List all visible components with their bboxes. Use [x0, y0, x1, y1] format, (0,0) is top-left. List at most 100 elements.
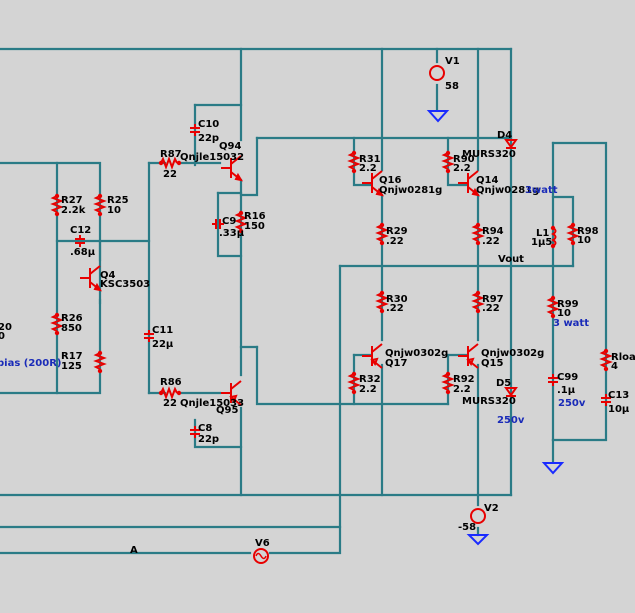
r94-ref: R94: [482, 226, 504, 237]
pin-dot: [570, 222, 576, 228]
v2-ref: V2: [484, 503, 499, 514]
r30-value: .22: [386, 303, 404, 314]
r87-value: 22: [163, 169, 177, 180]
pin-dot: [475, 222, 481, 228]
v2-value: -58: [458, 522, 476, 533]
pin-dot: [445, 168, 451, 174]
r32-ref: R32: [359, 374, 381, 385]
r97-ref: R97: [482, 294, 504, 305]
resistor-icon: [375, 292, 389, 310]
watt-rating-1: 3watt: [525, 185, 558, 196]
pin-dot: [550, 225, 556, 231]
pin-dot: [379, 308, 385, 314]
resistor-icon: [347, 152, 361, 170]
r26-ref: R26: [61, 313, 83, 324]
q17-model: Qnjw0302g: [385, 348, 448, 359]
diode-icon: [504, 387, 518, 397]
q14-ref: Q14: [476, 175, 498, 186]
vout-label: Vout: [498, 254, 524, 265]
q16-ref: Q16: [379, 175, 401, 186]
r98-value: 10: [577, 235, 591, 246]
capacitor-icon: [601, 394, 611, 406]
r26-value: 850: [61, 323, 82, 334]
r90-value: 2.2: [453, 163, 471, 174]
pin-dot: [351, 389, 357, 395]
v1-value: 58: [445, 81, 459, 92]
resistor-icon: [566, 224, 580, 242]
diode-icon: [504, 139, 518, 149]
capacitor-icon: [212, 219, 224, 229]
r25-ref: R25: [107, 195, 129, 206]
volt-rating-2: 250v: [558, 398, 586, 409]
resistor-icon: [441, 152, 455, 170]
c9-value: .33µ: [219, 228, 245, 239]
pin-dot: [475, 240, 481, 246]
pin-dot: [550, 313, 556, 319]
voltage-sources: [253, 65, 486, 564]
r98-ref: R98: [577, 226, 599, 237]
resistor-icon: [546, 297, 560, 315]
capacitor-icon: [190, 426, 200, 438]
voltage-source-icon: [470, 508, 486, 524]
v6-ref: V6: [255, 538, 270, 549]
q94-model: Qnjle15032: [180, 152, 244, 163]
pin-dot: [445, 371, 451, 377]
bias-annotation: bias (200R): [0, 358, 61, 369]
resistor-icon: [471, 292, 485, 310]
pin-dot: [158, 390, 164, 396]
inductor-icon: [551, 227, 557, 247]
resistor-icon: [160, 386, 178, 400]
pin-dot: [54, 330, 60, 336]
npn-transistor-icon: [458, 170, 481, 197]
c8-ref: C8: [198, 423, 212, 434]
c10-ref: C10: [198, 119, 219, 130]
pin-dot: [550, 295, 556, 301]
clipped-label-20: 20: [0, 322, 12, 333]
c13-value: 10µ: [608, 404, 630, 415]
q15-ref: Q15: [481, 358, 503, 369]
q4-ref: Q4: [100, 270, 116, 281]
r27-value: 2.2k: [61, 205, 86, 216]
r32-value: 2.2: [359, 384, 377, 395]
sine-icon: [255, 552, 267, 560]
r94-value: .22: [482, 236, 500, 247]
resistor-icon: [347, 373, 361, 391]
pin-dot: [97, 350, 103, 356]
c11-ref: C11: [152, 325, 173, 336]
pin-dot: [475, 308, 481, 314]
pnp-transistor-icon: [362, 343, 383, 369]
pin-dot: [97, 211, 103, 217]
q95-ref: Q95: [216, 405, 238, 416]
pin-dot: [54, 193, 60, 199]
r99-value: 10: [557, 308, 571, 319]
l1-value: 1µ5: [531, 237, 552, 248]
r90-ref: R90: [453, 154, 475, 165]
pin-dot: [445, 150, 451, 156]
q95-model: Qnjle15033: [180, 398, 244, 409]
npn-transistor-icon: [362, 170, 385, 197]
pin-dot: [158, 160, 164, 166]
resistor-icon: [599, 350, 613, 368]
capacitor-icon: [190, 124, 200, 136]
r27-ref: R27: [61, 195, 83, 206]
r29-value: .22: [386, 236, 404, 247]
pin-dot: [238, 228, 244, 234]
rload-value: 4: [611, 361, 618, 372]
watt-rating-2: 3 watt: [553, 318, 589, 329]
r92-value: 2.2: [453, 384, 471, 395]
pin-dot: [97, 193, 103, 199]
r99-ref: R99: [557, 299, 579, 310]
d4-model: MURS320: [462, 149, 516, 160]
labels: R27 2.2k R25 10 C12 .68µ Q4 KSC3503 R26 …: [0, 56, 635, 556]
q94-ref: Q94: [219, 141, 241, 152]
resistor-icon: [50, 195, 64, 213]
pin-dot: [603, 348, 609, 354]
pin-dot: [54, 211, 60, 217]
npn-transistor-icon: [221, 155, 244, 182]
rload-ref: Rload: [611, 352, 635, 363]
pin-dot: [550, 243, 556, 249]
capacitor-icon: [548, 374, 558, 386]
q14-model: Qnjw0281g: [476, 185, 539, 196]
d5-ref: D5: [496, 378, 511, 389]
